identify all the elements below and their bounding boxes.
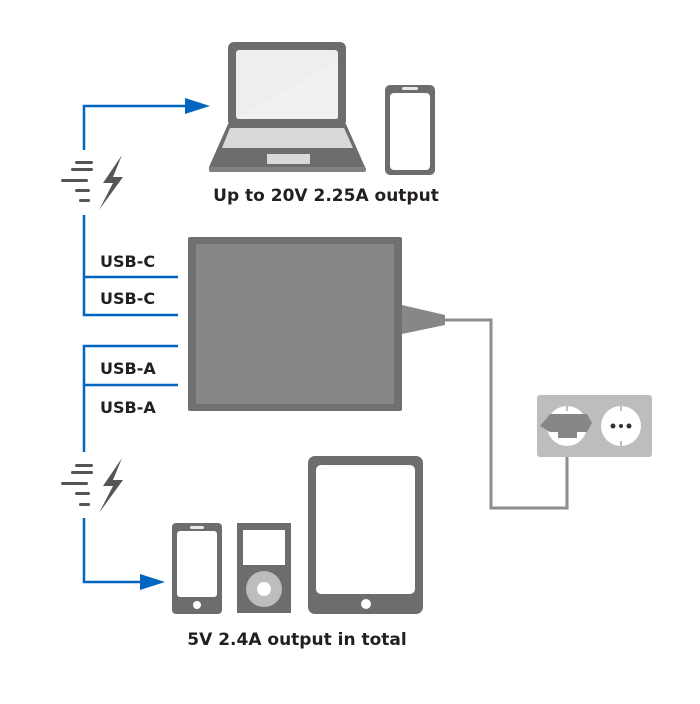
lightning-bolt-bottom-icon	[61, 458, 123, 513]
power-cable	[445, 318, 569, 510]
usb-c-flow-line-lower	[82, 215, 178, 317]
top-output-caption: Up to 20V 2.25A output	[213, 186, 439, 206]
charger-cable-strain-relief	[402, 305, 445, 334]
plug-icon	[540, 414, 592, 432]
usb-a-flow-line-lower	[82, 518, 145, 584]
usb-a-flow	[82, 344, 178, 584]
smartphone-bottom-icon	[172, 523, 222, 614]
usb-a-flow-line-upper	[82, 344, 178, 452]
smartphone-top-icon	[385, 85, 435, 175]
bottom-output-caption: 5V 2.4A output in total	[187, 630, 406, 650]
music-player-icon	[237, 523, 291, 613]
wall-socket-icon	[537, 395, 652, 457]
arrow-to-laptop-icon	[185, 98, 210, 114]
port-label-usb-a-1: USB-A	[100, 359, 156, 378]
usb-c-flow-line-upper	[82, 104, 190, 150]
lightning-bolt-top-icon	[61, 155, 123, 210]
tablet-icon	[308, 456, 423, 614]
port-label-usb-c-1: USB-C	[100, 252, 155, 271]
laptop-icon	[208, 42, 366, 172]
port-label-usb-c-2: USB-C	[100, 289, 155, 308]
port-label-usb-a-2: USB-A	[100, 398, 156, 417]
charger-body	[188, 237, 445, 411]
arrow-to-phone-icon	[140, 574, 165, 590]
usb-c-flow	[82, 104, 190, 317]
